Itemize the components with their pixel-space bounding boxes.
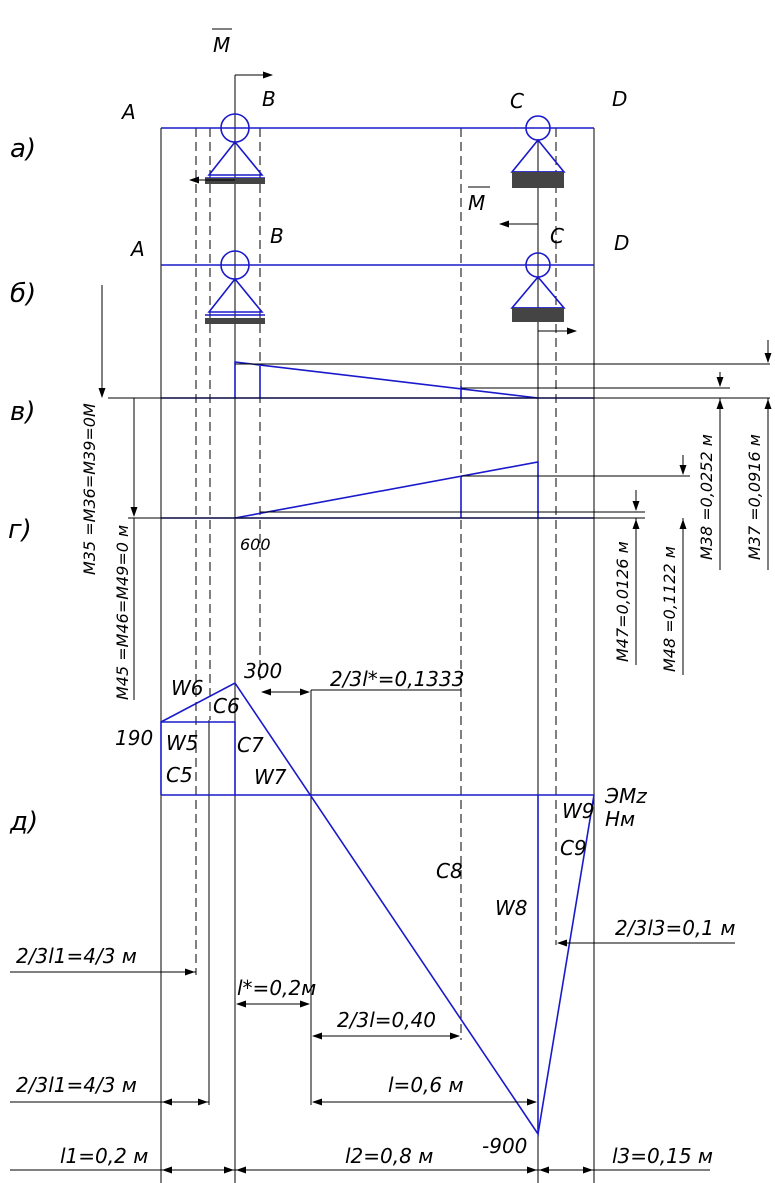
point-a-mid: A <box>129 237 145 261</box>
panel-label-g: г) <box>8 515 32 545</box>
dim-2-3-l1-lower: 2/3l1=4/3 м <box>16 1073 137 1097</box>
point-b-top: B <box>262 87 276 111</box>
value-neg900: -900 <box>482 1134 527 1158</box>
value-600: 600 <box>240 535 271 554</box>
dim-l2: l2=0,8 м <box>345 1144 433 1168</box>
moment-label-top: M <box>213 33 230 57</box>
dim-l3: l3=0,15 м <box>612 1144 713 1168</box>
label-c5: C5 <box>166 763 193 787</box>
dim-lstar: l*=0,2м <box>237 976 316 1000</box>
panel-g <box>128 398 690 700</box>
panel-a <box>161 71 594 188</box>
panel-label-b: б) <box>10 279 36 309</box>
label-m3-group: M35 =M36=M39=0M <box>80 403 99 575</box>
panel-d <box>10 681 735 1174</box>
label-w5: W5 <box>166 731 199 755</box>
label-emz: ЭMz <box>604 784 647 808</box>
label-c9: C9 <box>560 836 587 860</box>
labels: M A B C D а) M A B C D б) в) г) д) 600 M… <box>8 28 764 1168</box>
dim-2-3-l: 2/3l=0,40 <box>337 1008 436 1032</box>
support-b-b <box>205 250 265 324</box>
support-c-a <box>510 115 566 188</box>
panel-label-d: д) <box>9 807 38 837</box>
point-c-mid: C <box>550 224 564 248</box>
support-c-b <box>510 252 566 322</box>
label-m38: M38 =0,0252 м <box>697 434 716 560</box>
dim-2-3-l3: 2/3l3=0,1 м <box>615 916 735 940</box>
point-d-top: D <box>612 87 627 111</box>
label-m47: M47=0,0126 м <box>613 541 632 662</box>
label-m48: M48 =0,1122 м <box>660 546 679 672</box>
point-c-top: C <box>510 89 524 113</box>
point-d-mid: D <box>614 231 629 255</box>
label-w6: W6 <box>171 676 204 700</box>
label-c6: C6 <box>213 694 240 718</box>
moment-label-mid: M <box>468 191 485 215</box>
label-w9: W9 <box>562 799 595 823</box>
ground-hatch <box>512 172 564 188</box>
ground-hatch <box>512 308 564 322</box>
panel-v <box>98 285 772 570</box>
dim-l-06: l=0,6 м <box>388 1073 464 1097</box>
dim-2-3-l1-upper: 2/3l1=4/3 м <box>16 944 137 968</box>
label-nm: Нм <box>605 807 635 831</box>
label-w8: W8 <box>495 896 528 920</box>
point-a-top: A <box>120 100 136 124</box>
value-190: 190 <box>115 726 153 750</box>
label-c7: C7 <box>237 733 264 757</box>
label-m4-group: M45 =M46=M49=0 м <box>113 525 132 700</box>
dim-2-3-lstar: 2/3l*=0,1333 <box>330 667 464 691</box>
ground-hatch <box>205 178 265 184</box>
label-w7: W7 <box>254 765 287 789</box>
ground-hatch <box>205 318 265 324</box>
panel-b <box>161 220 594 335</box>
panel-label-v: в) <box>10 397 35 427</box>
panel-label-a: а) <box>10 134 36 164</box>
label-m37: M37 =0,0916 м <box>745 434 764 560</box>
support-b-a <box>205 113 265 184</box>
value-300: 300 <box>244 659 282 683</box>
dim-l1: l1=0,2 м <box>60 1144 148 1168</box>
label-c8: C8 <box>436 859 463 883</box>
point-b-mid: B <box>270 224 284 248</box>
dashed-lines <box>195 128 557 1040</box>
